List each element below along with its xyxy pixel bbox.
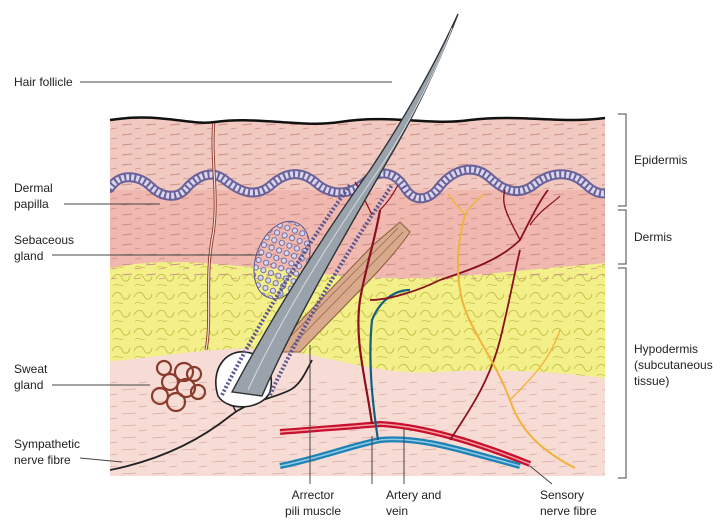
label-sweat-gland-1: Sweat	[14, 362, 47, 376]
label-dermal-papilla-1: Dermal	[14, 181, 53, 195]
label-sensory-nerve-1: Sensory	[540, 488, 584, 502]
label-arrector-pili-1: Arrector	[278, 488, 348, 502]
label-dermis: Dermis	[634, 230, 672, 244]
label-sympathetic-nerve-1: Sympathetic	[14, 437, 80, 451]
label-hypodermis-1: Hypodermis	[634, 342, 698, 356]
layer-brackets	[618, 114, 626, 478]
label-dermal-papilla-2: papilla	[14, 197, 49, 211]
label-artery-vein-2: vein	[386, 504, 408, 518]
label-hypodermis-2: (subcutaneous	[634, 358, 713, 372]
label-sensory-nerve-2: nerve fibre	[540, 504, 597, 518]
label-sebaceous-gland-2: gland	[14, 249, 43, 263]
label-arrector-pili-2: pili muscle	[272, 504, 354, 518]
label-sebaceous-gland-1: Sebaceous	[14, 233, 74, 247]
label-sweat-gland-2: gland	[14, 378, 43, 392]
label-hypodermis-3: tissue)	[634, 374, 669, 388]
label-artery-vein-1: Artery and	[386, 488, 441, 502]
label-hair-follicle: Hair follicle	[14, 75, 73, 89]
label-epidermis: Epidermis	[634, 153, 687, 167]
label-sympathetic-nerve-2: nerve fibre	[14, 453, 71, 467]
tissue-block	[100, 110, 620, 490]
